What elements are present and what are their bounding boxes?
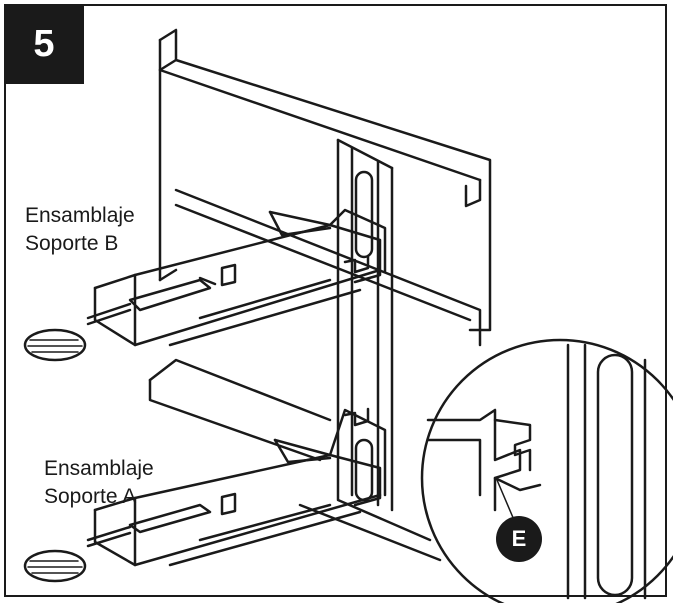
label-bracket-b: Ensamblaje Soporte B (25, 202, 135, 258)
bracket-a (93, 407, 387, 567)
lower-wall-panel (148, 358, 442, 562)
step-number: 5 (33, 22, 55, 65)
callout-e-badge: E (496, 516, 542, 562)
label-bracket-a-line2: Soporte A (44, 485, 137, 508)
bracket-b (93, 208, 387, 347)
vertical-channel (336, 138, 432, 542)
label-bracket-a: Ensamblaje Soporte A (44, 455, 154, 511)
figure-frame (4, 4, 667, 597)
detail-magnifier (420, 338, 673, 603)
wall-panel (158, 28, 492, 347)
label-bracket-b-line1: Ensamblaje (25, 204, 135, 227)
screw-b (23, 263, 237, 362)
step-number-badge: 5 (4, 4, 84, 84)
label-bracket-a-line1: Ensamblaje (44, 457, 154, 480)
label-bracket-b-line2: Soporte B (25, 232, 119, 255)
callout-letter: E (511, 526, 527, 551)
screw-a (23, 492, 237, 583)
